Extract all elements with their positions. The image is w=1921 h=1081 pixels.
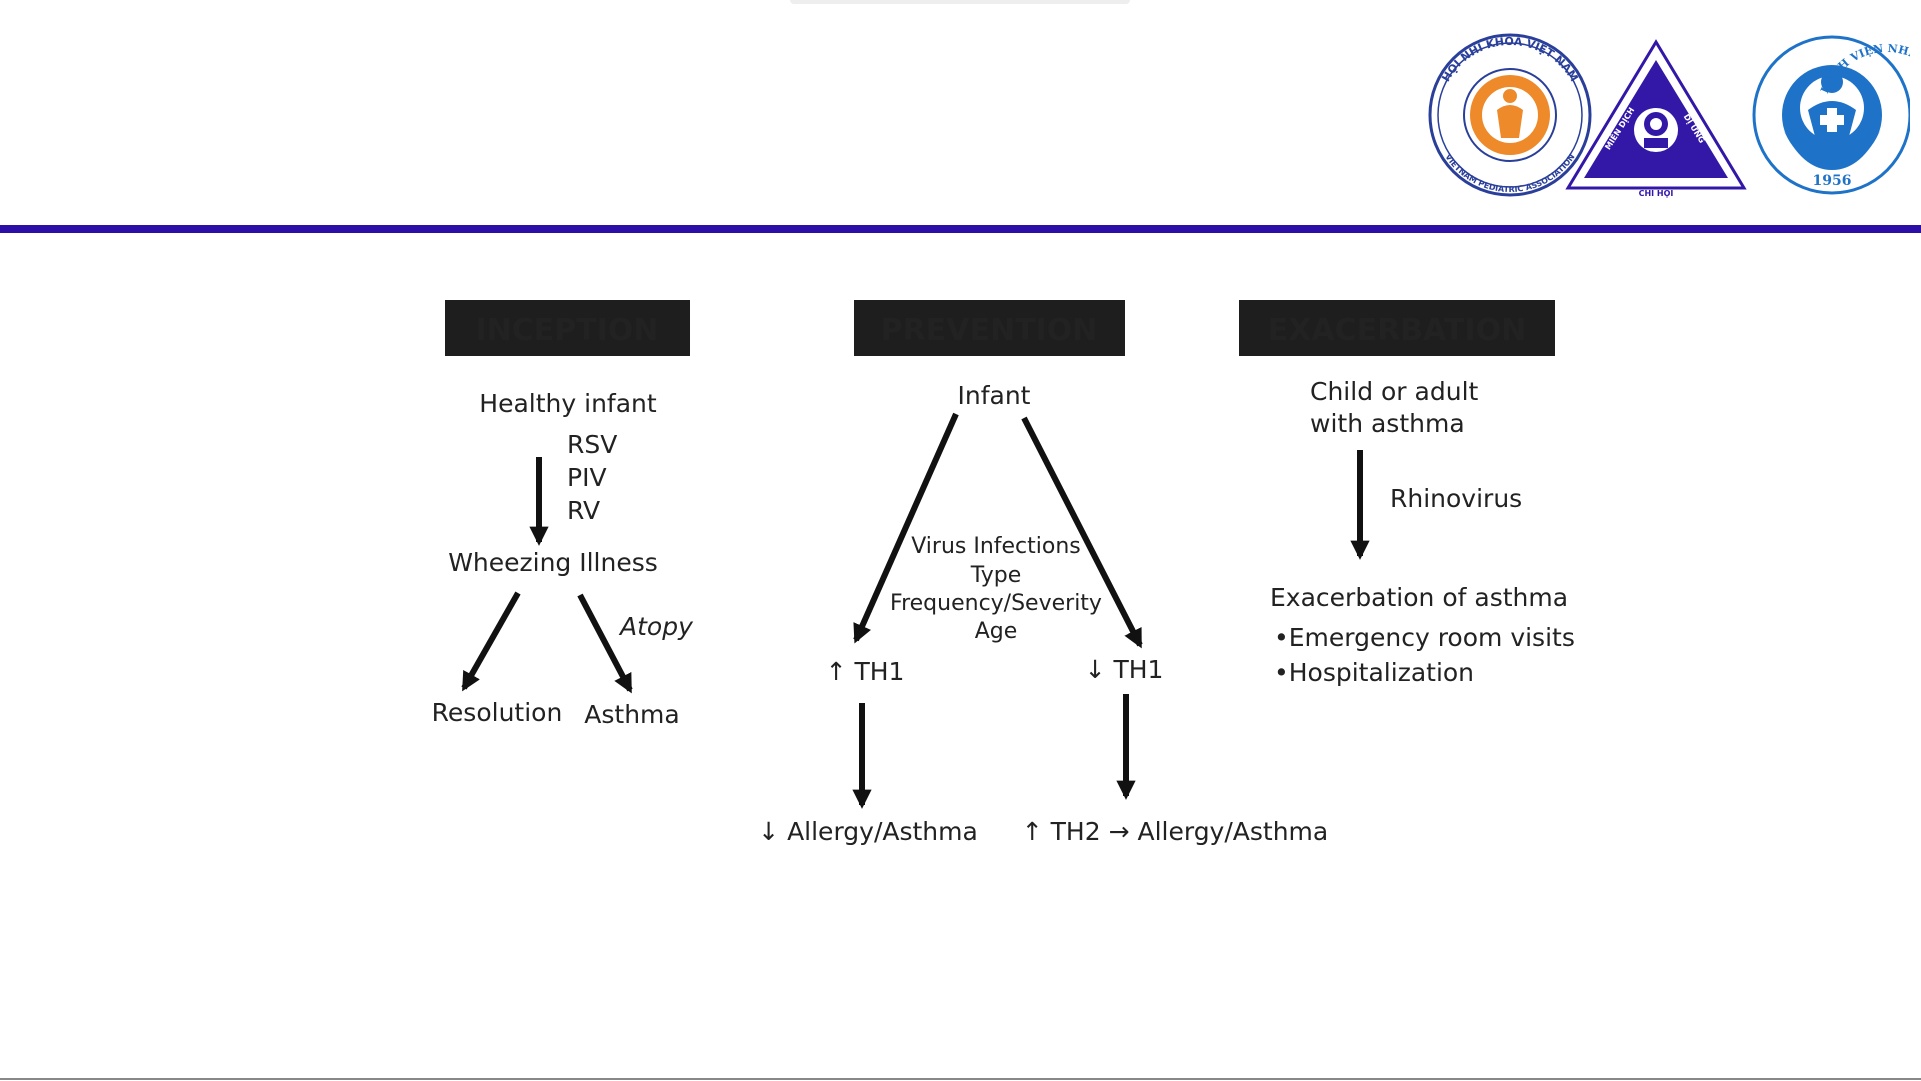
inception-virus-1: RSV: [567, 430, 617, 459]
exacerbation-trigger: Rhinovirus: [1390, 484, 1522, 513]
logos-group: HỘI NHI KHOA VIỆT NAM VIETNAM PEDIATRIC …: [1428, 33, 1910, 198]
prevention-th2-allergy: ↑ TH2 → Allergy/Asthma: [1022, 817, 1328, 846]
inception-asthma: Asthma: [584, 700, 679, 729]
inception-virus-2: PIV: [567, 463, 607, 492]
exacerbation-header: EXACERBATION: [1268, 313, 1526, 348]
prevention-factor-1: Virus Infections: [911, 534, 1081, 559]
prevention-arrow-right: [1021, 416, 1143, 649]
triangle-bottom-text: CHI HỘI: [1639, 188, 1674, 198]
exacerbation-subject-line-1: Child or adult: [1310, 377, 1479, 406]
hospital-year-text: 1956: [1813, 173, 1852, 189]
inception-virus-3: RV: [567, 496, 600, 525]
exacerbation-subject-line-2: with asthma: [1310, 409, 1465, 438]
inception-header: INCEPTION: [475, 313, 658, 348]
inception-resolution: Resolution: [432, 698, 563, 727]
prevention-column: PREVENTION Infant Virus Infections Type …: [758, 300, 1328, 846]
inception-column: INCEPTION Healthy infant RSV PIV RV Whee…: [432, 300, 694, 729]
bottom-border-line: [0, 1078, 1921, 1080]
exacerbation-bullet-1: •Emergency room visits: [1274, 623, 1575, 652]
inception-wheezing-illness: Wheezing Illness: [448, 548, 658, 577]
inception-header-box: [445, 300, 690, 356]
prevention-header: PREVENTION: [881, 313, 1098, 348]
children-hospital-1-logo: BỆNH VIỆN NHI ĐỒNG I 1956: [1752, 35, 1910, 195]
prevention-factor-4: Age: [975, 619, 1018, 644]
inception-healthy-infant: Healthy infant: [479, 389, 657, 418]
prevention-factor-3: Frequency/Severity: [890, 591, 1102, 616]
inception-arrow-resolution: [461, 591, 521, 692]
prevention-th1-up: ↑ TH1: [826, 657, 905, 686]
top-edge-shadow: [790, 0, 1130, 4]
inception-arrow-asthma: [577, 593, 633, 694]
prevention-factor-2: Type: [970, 563, 1022, 588]
inception-atopy: Atopy: [618, 612, 694, 641]
prevention-allergy-down: ↓ Allergy/Asthma: [758, 817, 978, 846]
prevention-header-box: [854, 300, 1125, 356]
prevention-infant: Infant: [958, 381, 1031, 410]
exacerbation-column: EXACERBATION Child or adult with asthma …: [1239, 300, 1575, 687]
prevention-th1-down: ↓ TH1: [1085, 655, 1164, 684]
exacerbation-header-box: [1239, 300, 1555, 356]
header-divider-rule: [0, 225, 1921, 233]
exacerbation-bullet-2: •Hospitalization: [1274, 658, 1474, 687]
exacerbation-outcome: Exacerbation of asthma: [1270, 583, 1568, 612]
prevention-arrow-left: [853, 412, 959, 644]
